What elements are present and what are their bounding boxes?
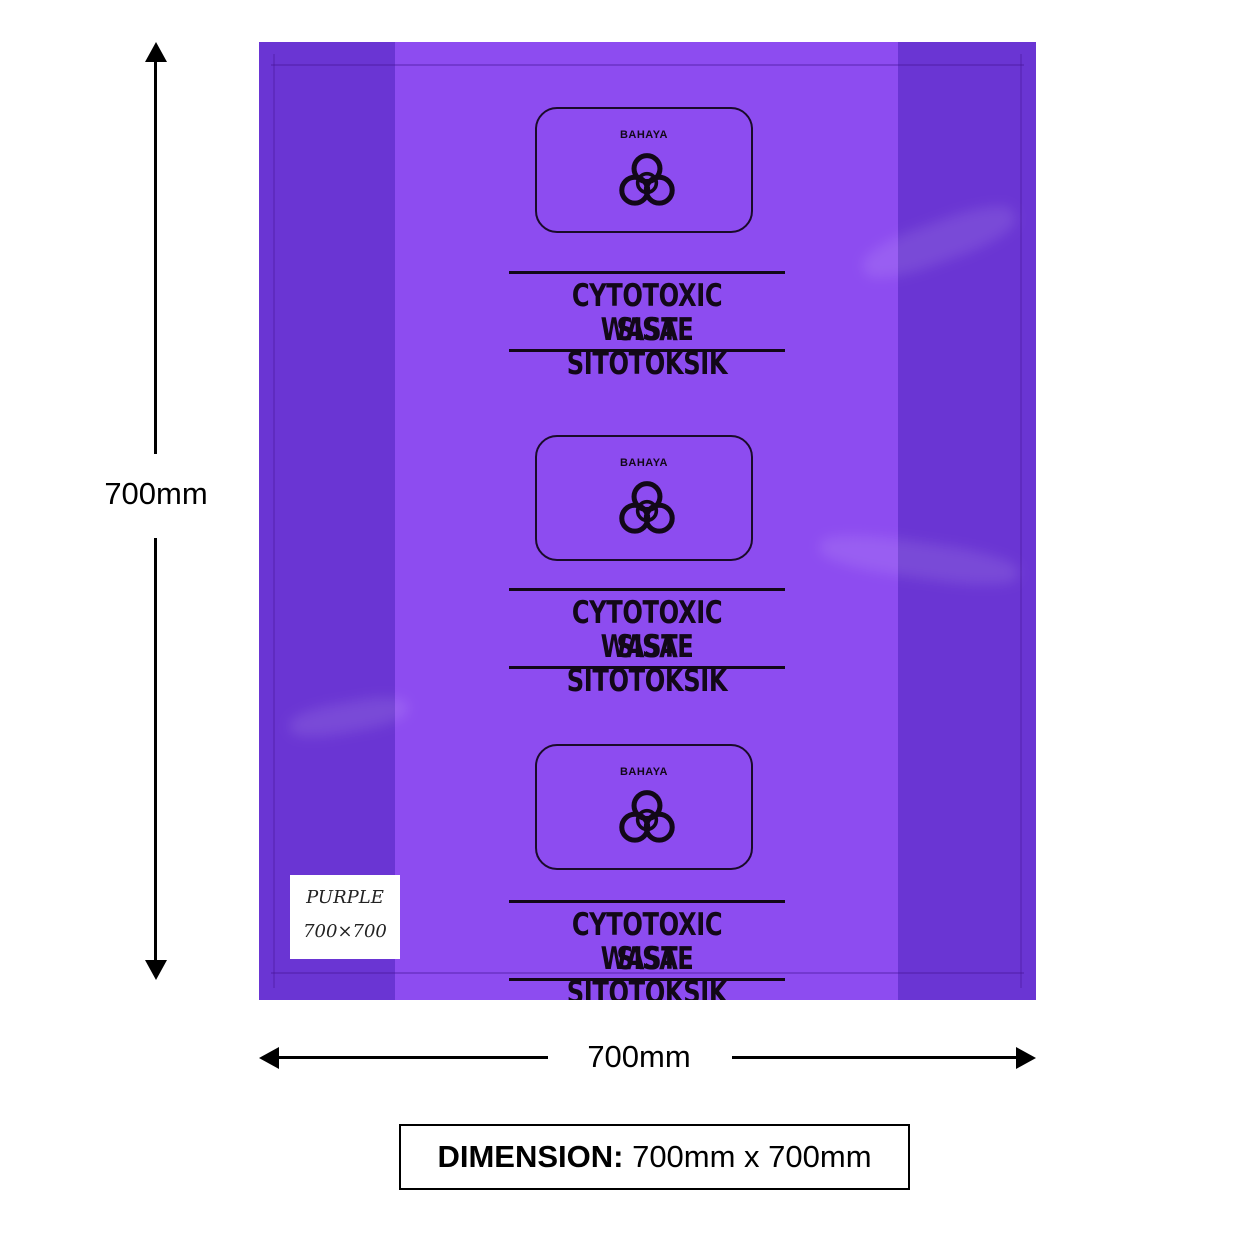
bag-left-seam [273,54,275,988]
arrow-down-icon [145,960,167,980]
rule-bottom [509,666,785,669]
waste-label: CYTOTOXIC WASTE SISA SITOTOKSIK [509,588,785,698]
rule-top [509,271,785,274]
rule-top [509,900,785,903]
width-arrow-right-line [732,1056,1018,1059]
waste-line-malay: SISA SITOTOKSIK [566,312,728,382]
biohazard-icon [619,790,675,843]
height-arrow-top-line [154,58,157,454]
width-label: 700mm [587,1039,691,1074]
waste-label: CYTOTOXIC WASTE SISA SITOTOKSIK [509,900,785,1000]
waste-line-malay: SISA SITOTOKSIK [566,629,728,699]
waste-line-english: CYTOTOXIC WASTE [571,595,723,665]
tag-color: PURPLE [306,887,384,908]
arrow-left-icon [259,1047,279,1069]
waste-label: CYTOTOXIC WASTE SISA SITOTOKSIK [509,271,785,381]
hazard-label: BAHAYA [619,766,669,778]
rule-bottom [509,349,785,352]
hazard-box: BAHAYA [535,107,753,233]
waste-line-english: CYTOTOXIC WASTE [571,278,723,348]
dimension-summary-value: 700mm x 700mm [632,1139,872,1174]
bag-right-seam [1020,54,1022,988]
dimension-summary-label: DIMENSION: [437,1139,624,1174]
bag-top-seam [271,64,1024,66]
hazard-label: BAHAYA [619,457,669,469]
dimension-summary: DIMENSION: 700mm x 700mm [399,1124,910,1190]
plastic-sheen [287,691,411,743]
biohazard-icon [619,153,675,206]
bag-bottom-seam [271,972,1024,974]
biohazard-icon [619,481,675,534]
arrow-right-icon [1016,1047,1036,1069]
arrow-up-icon [145,42,167,62]
handwritten-tag: PURPLE 700×700 [290,875,400,959]
height-arrow-bottom-line [154,538,157,962]
purple-waste-bag: BAHAYA CYTOTOXIC WASTE SISA SITOTOKSIK B… [259,42,1036,1000]
height-label: 700mm [104,476,208,511]
waste-line-english: CYTOTOXIC WASTE [571,907,723,977]
tag-size: 700×700 [303,921,387,942]
rule-bottom [509,978,785,981]
rule-top [509,588,785,591]
hazard-label: BAHAYA [619,129,669,141]
hazard-box: BAHAYA [535,435,753,561]
waste-line-malay: SISA SITOTOKSIK [566,941,728,1000]
width-arrow-left-line [277,1056,548,1059]
hazard-box: BAHAYA [535,744,753,870]
